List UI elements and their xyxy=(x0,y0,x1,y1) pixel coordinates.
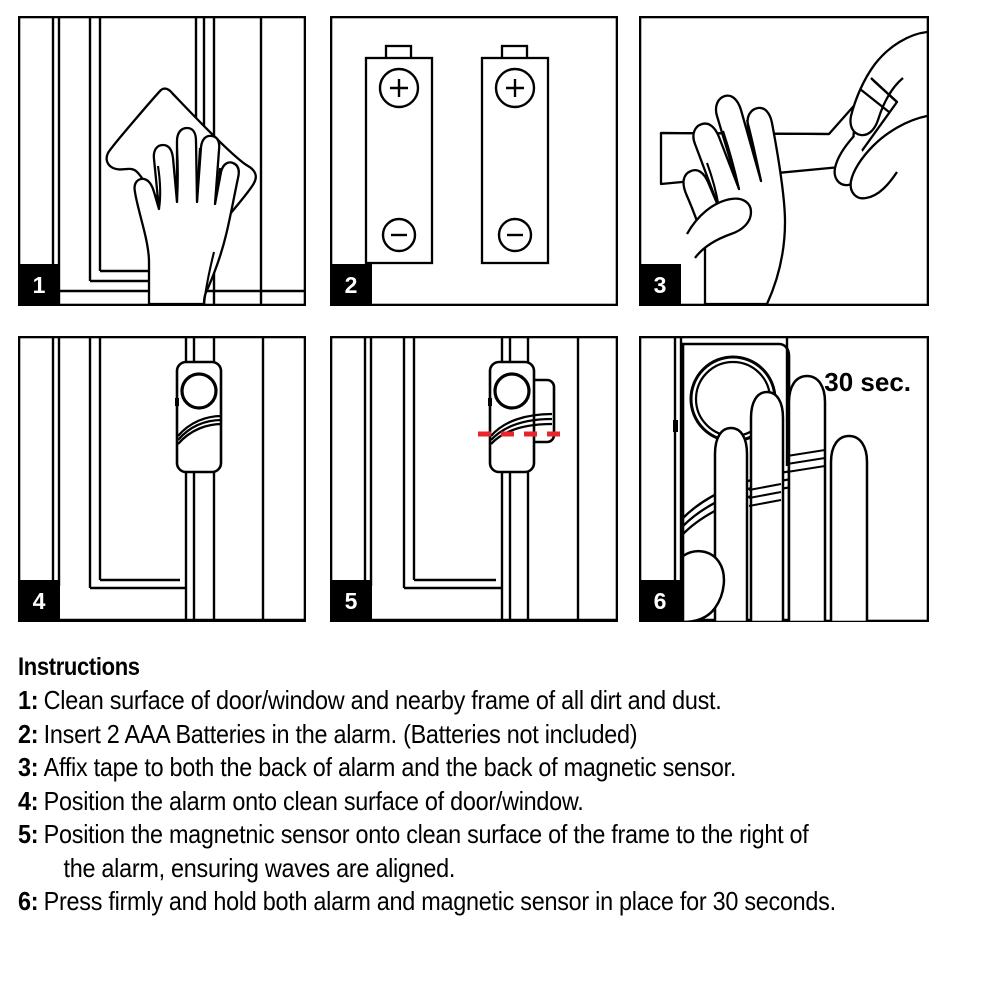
instruction-number-4: 4: xyxy=(18,785,39,816)
panel-5-badge-number: 5 xyxy=(344,588,358,614)
panel-1-clean-surface: 1 xyxy=(18,16,306,306)
panel-2-badge: 2 xyxy=(330,264,372,306)
alarm-unit-4 xyxy=(175,360,223,474)
panel-6-badge: 6 xyxy=(639,580,681,622)
instruction-text-1: Clean surface of door/window and nearby … xyxy=(43,685,722,715)
panel-2-insert-batteries: 2 xyxy=(330,16,618,306)
battery-left xyxy=(364,44,434,265)
panel-5-illustration xyxy=(330,336,618,622)
instruction-text-4: Position the alarm onto clean surface of… xyxy=(43,785,584,816)
instruction-item-4: 4: Position the alarm onto clean surface… xyxy=(18,785,985,819)
alarm-unit-5 xyxy=(488,360,553,474)
instructions-block: Instructions 1: Clean surface of door/wi… xyxy=(18,652,986,919)
timer-label-30-sec: 30 sec. xyxy=(824,367,911,397)
instruction-number-5: 5: xyxy=(18,819,39,849)
instruction-item-6: 6: Press firmly and hold both alarm and … xyxy=(18,885,985,919)
panel-grid: 1 xyxy=(18,16,929,622)
panel-6-badge-number: 6 xyxy=(653,588,667,614)
panel-3-affix-tape: 3 xyxy=(639,16,929,306)
panel-2-illustration xyxy=(330,16,618,306)
panel-5-position-sensor: 5 xyxy=(330,336,618,622)
battery-right xyxy=(480,44,550,265)
instruction-text-5-wrapper: Position the magnetnic sensor onto clean… xyxy=(44,818,985,885)
panel-4-badge: 4 xyxy=(18,580,60,622)
instruction-number-6: 6: xyxy=(18,886,39,916)
instruction-number-1: 1: xyxy=(18,685,39,715)
panel-6-press-hold: 30 sec. 6 xyxy=(639,336,929,622)
panel-4-badge-number: 4 xyxy=(32,588,46,614)
instruction-text-3: Affix tape to both the back of alarm and… xyxy=(43,752,737,782)
panel-1-illustration xyxy=(18,16,306,306)
instruction-item-2: 2: Insert 2 AAA Batteries in the alarm. … xyxy=(18,718,985,752)
panel-1-badge-number: 1 xyxy=(32,272,46,298)
instructions-list: 1: Clean surface of door/window and near… xyxy=(18,684,986,919)
instructions-heading: Instructions xyxy=(18,653,140,681)
panel-4-illustration xyxy=(18,336,306,622)
instruction-text-5-continuation: the alarm, ensuring waves are aligned. xyxy=(63,852,456,883)
instruction-number-2: 2: xyxy=(18,718,39,749)
panel-2-badge-number: 2 xyxy=(344,272,358,298)
panel-5-badge: 5 xyxy=(330,580,372,622)
instruction-number-3: 3: xyxy=(18,752,39,782)
panel-6-illustration: 30 sec. xyxy=(639,336,929,622)
instruction-text-6: Press firmly and hold both alarm and mag… xyxy=(43,886,836,916)
instruction-item-1: 1: Clean surface of door/window and near… xyxy=(18,684,985,718)
panel-3-badge-number: 3 xyxy=(653,272,667,298)
panel-3-illustration xyxy=(639,16,929,306)
instruction-text-2: Insert 2 AAA Batteries in the alarm. (Ba… xyxy=(43,718,638,749)
panel-4-position-alarm: 4 xyxy=(18,336,306,622)
pressing-hand xyxy=(681,374,869,622)
instruction-text-5: Position the magnetnic sensor onto clean… xyxy=(43,819,809,849)
panel-3-badge: 3 xyxy=(639,264,681,306)
instruction-item-5: 5: Position the magnetnic sensor onto cl… xyxy=(18,818,985,885)
instruction-item-3: 3: Affix tape to both the back of alarm … xyxy=(18,751,985,785)
panel-1-badge: 1 xyxy=(18,264,60,306)
